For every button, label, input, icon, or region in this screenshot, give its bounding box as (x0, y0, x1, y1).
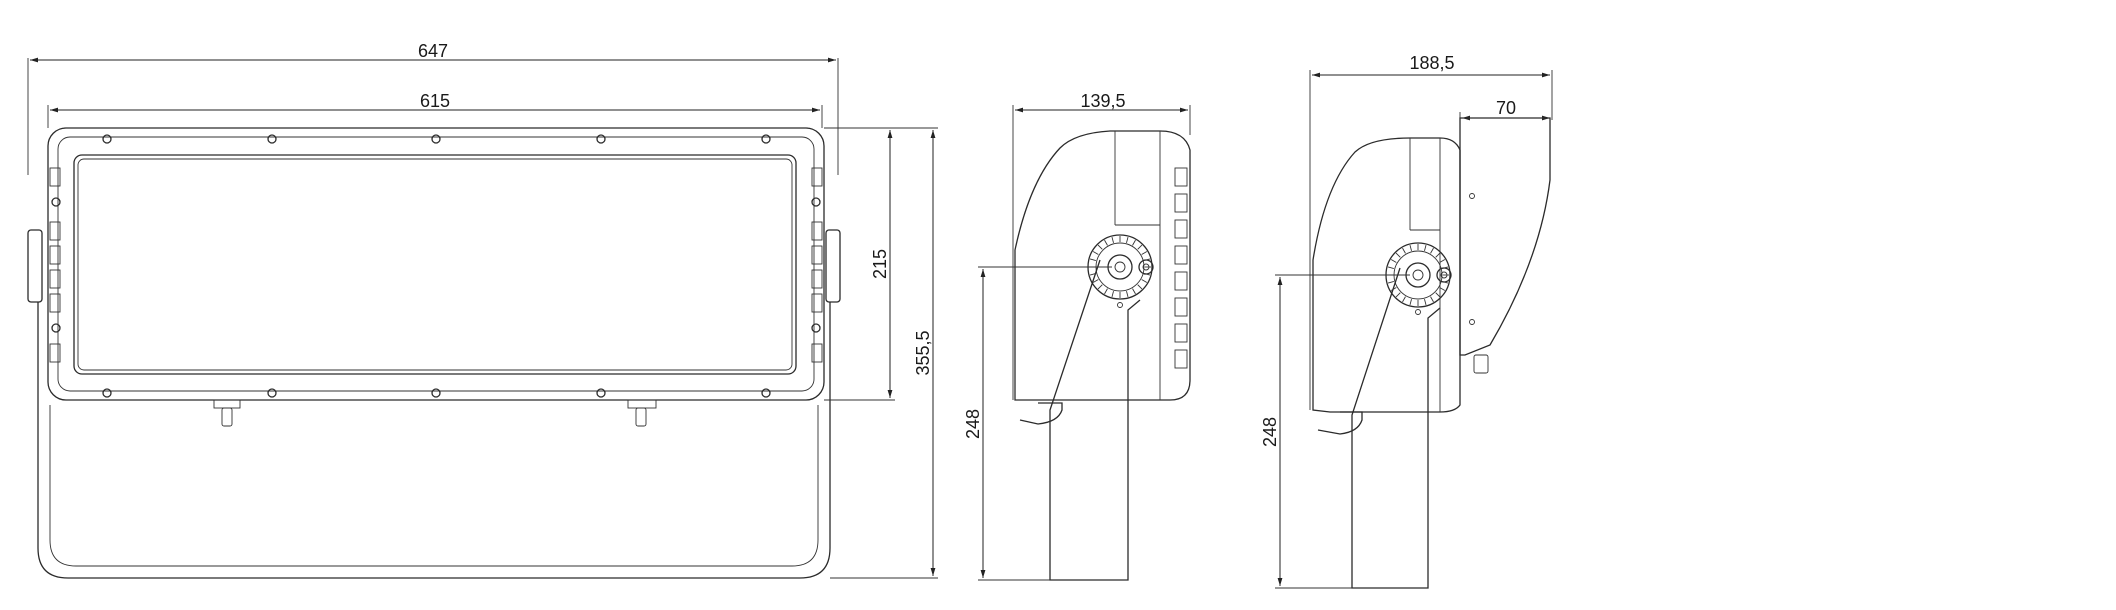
dial-tick (1424, 299, 1427, 306)
dial-tick (1387, 281, 1394, 284)
dial-tick (1435, 292, 1441, 298)
dial-tick (1424, 244, 1427, 251)
screw-row-bottom (102, 388, 771, 398)
mounted-cable-gland (1317, 411, 1363, 435)
dial-tick (1442, 266, 1449, 269)
dial-tick (1402, 247, 1406, 254)
dial-tick (1141, 279, 1148, 283)
dial-tick (1402, 296, 1406, 303)
mounted-arm (1351, 267, 1441, 589)
label-mounted-pivot-height: 248 (1260, 417, 1280, 447)
dial-tick (1097, 284, 1103, 290)
mounted-tilt-dial (1385, 242, 1452, 315)
label-housing-width: 615 (420, 91, 450, 111)
dial-tick (1132, 239, 1136, 246)
screw-column-sides (51, 197, 821, 333)
clamp-right (627, 399, 657, 427)
dial-ticks (1089, 236, 1151, 298)
dial-tick (1439, 287, 1446, 291)
side-view-tilted: 139,5 (963, 91, 1191, 581)
dial-tick (1137, 244, 1143, 250)
dial-tick (1092, 251, 1099, 255)
dimension-bracket-depth: 70 (1459, 98, 1550, 130)
dial-tick (1390, 259, 1397, 263)
side-view-mounted: 188,5 70 (1260, 53, 1553, 589)
dial-tick (1390, 287, 1397, 291)
dial-tick (1126, 236, 1129, 243)
label-side-pivot-height: 248 (963, 409, 983, 439)
cooling-fins-left (49, 167, 61, 363)
dial-tick (1435, 252, 1441, 258)
dial-tick (1387, 266, 1394, 269)
dimension-side-depth: 139,5 (1012, 91, 1191, 400)
lens-inner (77, 158, 793, 371)
dial-tick (1132, 288, 1136, 295)
label-overall-height: 355,5 (913, 330, 933, 375)
dial-tick (1111, 236, 1114, 243)
dial-tick (1141, 251, 1148, 255)
dimension-lens-height: 215 (824, 127, 895, 401)
dial-tick (1089, 258, 1096, 261)
mounting-bracket (37, 302, 831, 579)
front-view: 647 615 (27, 41, 938, 579)
dial-tick (1111, 291, 1114, 298)
dial-tick (1409, 244, 1412, 251)
tilt-dial (1087, 234, 1154, 308)
bracket-hole-lower (1469, 319, 1475, 325)
lens-window (73, 154, 797, 375)
label-bracket-depth: 70 (1496, 98, 1516, 118)
dial-tick (1439, 259, 1446, 263)
cable-gland (1019, 402, 1063, 425)
dial-tick (1097, 244, 1103, 250)
dial-tick (1442, 281, 1449, 284)
side-fins (1174, 167, 1188, 369)
mounting-bracket-inner (49, 405, 819, 567)
dial-tick (1409, 299, 1412, 306)
pivot-knob-right (825, 229, 841, 303)
dial-tick (1144, 258, 1151, 261)
dial-tick (1395, 252, 1401, 258)
wall-bracket (1459, 117, 1551, 356)
bracket-latch (1473, 354, 1489, 374)
dial-tick (1144, 273, 1151, 276)
dimension-housing-width: 615 (47, 91, 823, 128)
housing-outline (47, 127, 825, 401)
dial-ticks (1387, 244, 1449, 306)
dial-tick (1430, 296, 1434, 303)
dial-tick (1092, 279, 1099, 283)
dial-tick (1430, 247, 1434, 254)
dial-tick (1089, 273, 1096, 276)
dimension-mounted-pivot-height: 248 (1260, 274, 1410, 589)
dimension-overall-height: 355,5 (830, 127, 938, 579)
clamp-left (213, 399, 241, 427)
mounting-arm (1049, 259, 1141, 581)
fixture-head-body (1014, 130, 1191, 401)
dial-tick (1104, 288, 1108, 295)
pivot-knob-left (27, 229, 43, 303)
dial-tick (1104, 239, 1108, 246)
label-side-depth: 139,5 (1080, 91, 1125, 111)
dial-tick (1126, 291, 1129, 298)
label-mounted-depth: 188,5 (1409, 53, 1454, 73)
housing-inner (57, 136, 815, 392)
label-overall-width: 647 (418, 41, 448, 61)
label-lens-height: 215 (870, 249, 890, 279)
dimension-side-pivot-height: 248 (963, 266, 1112, 581)
cooling-fins-right (811, 167, 823, 363)
dial-tick (1137, 284, 1143, 290)
dial-tick (1395, 292, 1401, 298)
dimension-overall-width: 647 (27, 41, 839, 175)
screw-row-top (102, 134, 771, 144)
bracket-hole-upper (1469, 193, 1475, 199)
dimension-mounted-depth: 188,5 (1309, 53, 1553, 410)
